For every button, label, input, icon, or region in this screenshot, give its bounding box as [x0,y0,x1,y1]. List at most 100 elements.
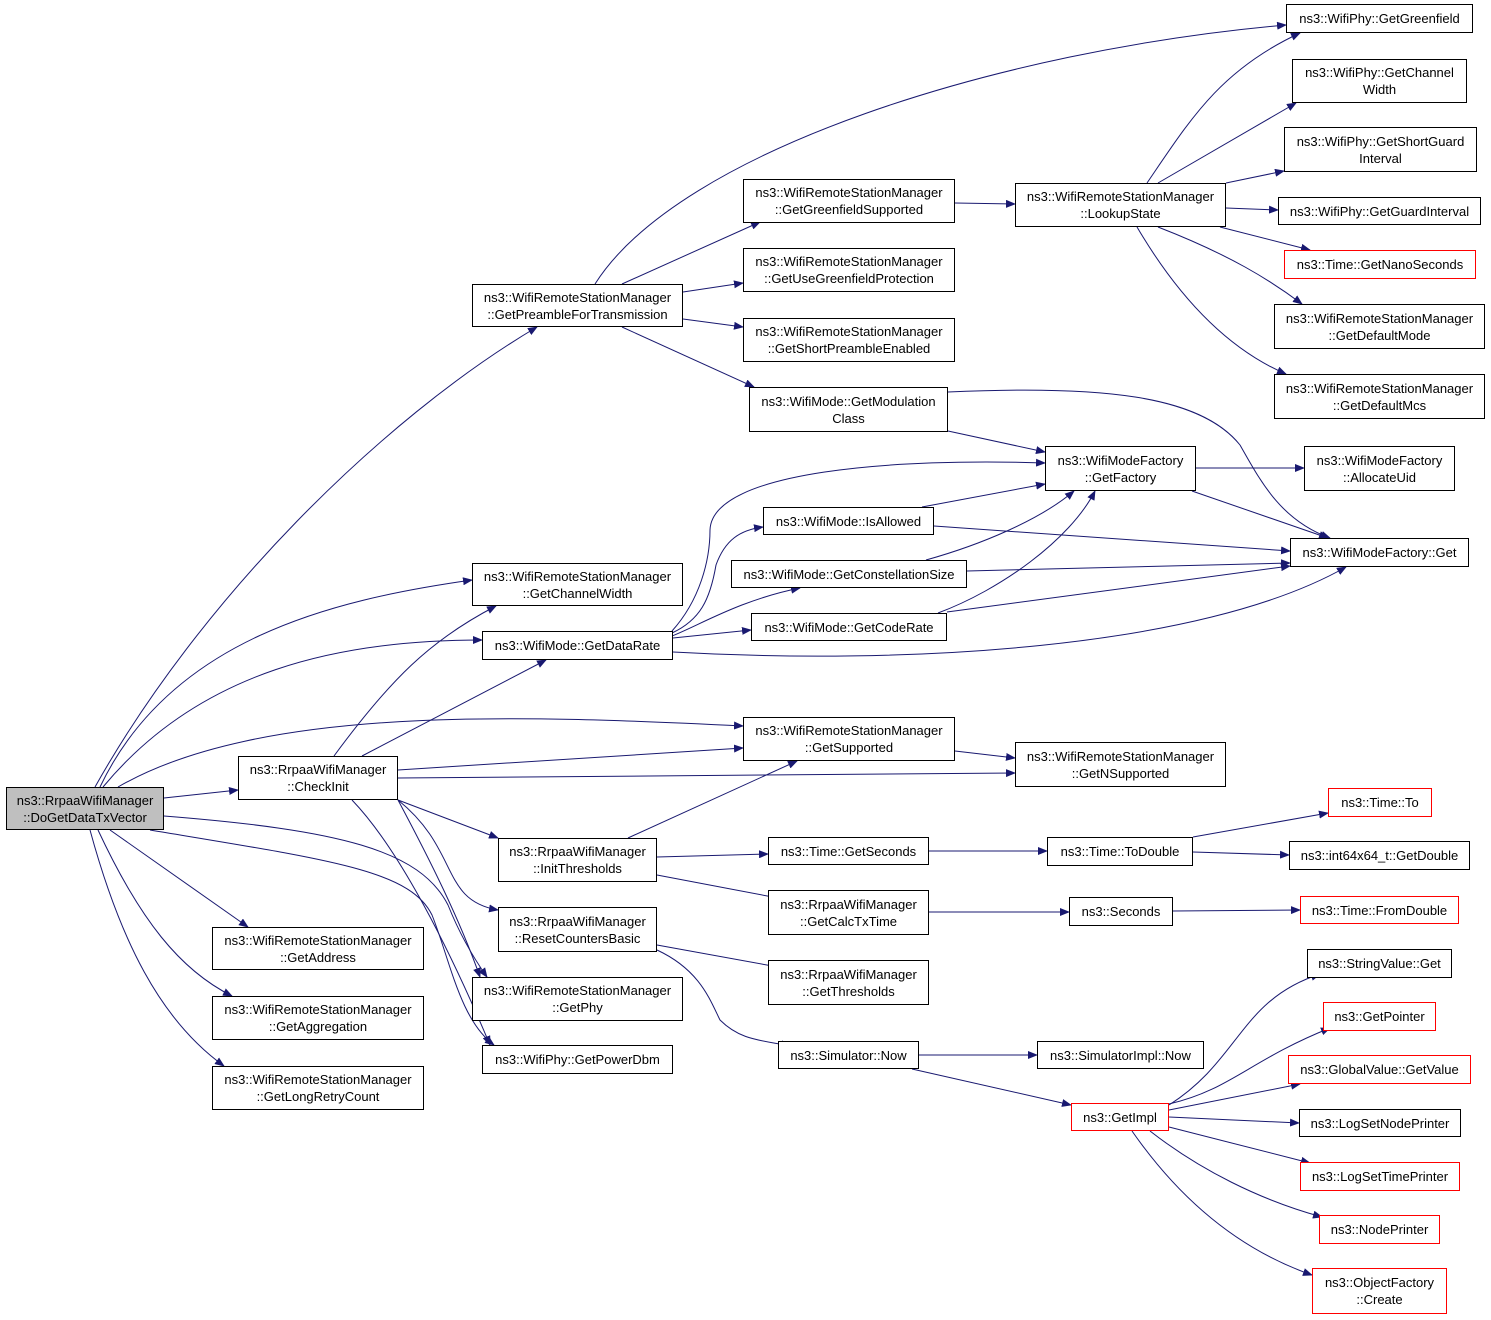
node-line: ns3::RrpaaWifiManager [16,792,154,808]
node-get-constellation-size[interactable]: ns3::WifiMode::GetConstellationSize [731,560,967,588]
node-get-code-rate[interactable]: ns3::WifiMode::GetCodeRate [751,613,947,641]
node-line: ns3::WifiRemoteStationManager [483,983,672,998]
node-wifi-mode-factory-get[interactable]: ns3::WifiModeFactory::Get [1290,538,1469,567]
node-line: ns3::WifiRemoteStationManager [483,289,672,305]
call-edge-root-getAggregation [97,829,233,997]
node-get-short-guard-interval[interactable]: ns3::WifiPhy::GetShortGuard Interval [1284,127,1477,172]
node-node-printer[interactable]: ns3::NodePrinter [1319,1215,1440,1244]
node-line: ns3::GlobalValue::GetValue [1300,1062,1459,1077]
node-time-to[interactable]: ns3::Time::To [1328,788,1432,817]
call-edge-getDataRate-getConstellationSize [671,585,801,637]
node-get-greenfield-supported[interactable]: ns3::WifiRemoteStationManager ::GetGreen… [743,179,955,223]
node-simulator-impl-now[interactable]: ns3::SimulatorImpl::Now [1037,1041,1204,1069]
node-get-nano-seconds[interactable]: ns3::Time::GetNanoSeconds [1284,250,1476,279]
node-allocate-uid[interactable]: ns3::WifiModeFactory ::AllocateUid [1304,446,1455,491]
node-line: ns3::Time::To [1341,795,1419,810]
node-line: ns3::RrpaaWifiManager [249,762,387,777]
node-line: ns3::GetPointer [1334,1009,1425,1024]
node-get-supported[interactable]: ns3::WifiRemoteStationManager ::GetSuppo… [743,717,955,761]
node-simulator-now[interactable]: ns3::Simulator::Now [778,1041,919,1069]
call-edge-getModulationClass-wifiModeFactoryGet [947,389,1331,539]
node-get-seconds[interactable]: ns3::Time::GetSeconds [768,837,929,865]
node-line: ::AllocateUid [1343,469,1416,485]
node-get-n-supported[interactable]: ns3::WifiRemoteStationManager ::GetNSupp… [1015,742,1226,787]
node-is-allowed[interactable]: ns3::WifiMode::IsAllowed [763,507,934,535]
call-edge-getImpl-getPointer [1168,1027,1331,1105]
node-init-thresholds[interactable]: ns3::RrpaaWifiManager ::InitThresholds [498,838,657,882]
node-lookup-state[interactable]: ns3::WifiRemoteStationManager ::LookupSt… [1015,183,1226,227]
node-get-modulation-class[interactable]: ns3::WifiMode::GetModulation Class [749,387,948,432]
node-line: ns3::WifiModeFactory::Get [1302,545,1457,560]
call-edge-toDouble-int64GetDouble [1192,850,1290,859]
node-line: ::GetNSupported [1071,765,1170,781]
node-object-factory-create[interactable]: ns3::ObjectFactory ::Create [1312,1268,1447,1314]
call-edge-getDataRate-wifiModeFactoryGet [672,566,1347,657]
node-to-double[interactable]: ns3::Time::ToDouble [1047,837,1193,866]
node-get-use-greenfield-protection[interactable]: ns3::WifiRemoteStationManager ::GetUseGr… [743,248,955,292]
call-edge-getSupported-getNSupported [954,750,1016,761]
node-get-thresholds[interactable]: ns3::RrpaaWifiManager ::GetThresholds [768,960,929,1005]
node-get-channel-width-phy[interactable]: ns3::WifiPhy::GetChannel Width [1292,59,1467,103]
node-line: ns3::ObjectFactory [1324,1275,1435,1290]
call-edge-root-getAddress [109,829,249,928]
node-line: ns3::WifiPhy::GetPowerDbm [495,1052,660,1067]
node-global-value-get-value[interactable]: ns3::GlobalValue::GetValue [1288,1055,1471,1084]
node-from-double[interactable]: ns3::Time::FromDouble [1300,896,1459,924]
node-get-power-dbm[interactable]: ns3::WifiPhy::GetPowerDbm [482,1045,673,1074]
node-log-set-node-printer[interactable]: ns3::LogSetNodePrinter [1299,1109,1461,1137]
node-get-impl[interactable]: ns3::GetImpl [1071,1103,1169,1131]
call-edge-getDataRate-isAllowed [671,524,764,634]
node-log-set-time-printer[interactable]: ns3::LogSetTimePrinter [1300,1162,1460,1191]
node-line: ns3::WifiMode::GetConstellationSize [743,566,955,582]
node-get-preamble-for-transmission[interactable]: ns3::WifiRemoteStationManager ::GetPream… [472,284,683,327]
node-get-short-preamble-enabled[interactable]: ns3::WifiRemoteStationManager ::GetShort… [743,318,955,362]
node-int64x64-get-double[interactable]: ns3::int64x64_t::GetDouble [1289,841,1470,870]
node-line: ns3::WifiRemoteStationManager [224,1072,412,1087]
node-get-phy[interactable]: ns3::WifiRemoteStationManager ::GetPhy [472,977,683,1021]
call-edge-checkInit-getSupported [397,744,744,771]
node-get-factory[interactable]: ns3::WifiModeFactory ::GetFactory [1045,446,1196,491]
node-get-guard-interval[interactable]: ns3::WifiPhy::GetGuardInterval [1278,197,1481,225]
call-edge-root-getPreambleForTransmission [94,326,538,788]
node-get-greenfield[interactable]: ns3::WifiPhy::GetGreenfield [1286,4,1473,33]
node-line: ns3::WifiRemoteStationManager [755,324,943,339]
call-edge-getDataRate-getFactory [671,458,1046,632]
node-seconds[interactable]: ns3::Seconds [1069,897,1173,926]
node-line: Class [832,410,865,426]
node-line: ns3::WifiRemoteStationManager [224,932,412,948]
node-get-aggregation[interactable]: ns3::WifiRemoteStationManager ::GetAggre… [212,996,424,1040]
node-get-address[interactable]: ns3::WifiRemoteStationManager ::GetAddre… [212,927,424,970]
node-line: ::CheckInit [287,779,349,794]
node-line: ns3::Seconds [1081,904,1161,919]
node-string-value-get[interactable]: ns3::StringValue::Get [1307,949,1452,978]
node-line: ns3::Time::GetNanoSeconds [1296,257,1464,272]
node-check-init[interactable]: ns3::RrpaaWifiManager ::CheckInit [238,756,398,800]
node-reset-counters-basic[interactable]: ns3::RrpaaWifiManager ::ResetCountersBas… [498,907,657,952]
node-line: ns3::LogSetNodePrinter [1310,1115,1450,1131]
node-line: ns3::int64x64_t::GetDouble [1300,848,1459,863]
node-get-data-rate[interactable]: ns3::WifiMode::GetDataRate [482,631,673,660]
call-edge-root-getLongRetryCount [89,829,225,1067]
node-line: ::DoGetDataTxVector [23,809,147,825]
node-get-calc-tx-time[interactable]: ns3::RrpaaWifiManager ::GetCalcTxTime [768,890,929,935]
call-edge-getCodeRate-wifiModeFactoryGet [946,563,1291,613]
node-get-channel-width-manager[interactable]: ns3::WifiRemoteStationManager ::GetChann… [472,563,683,606]
call-edge-getImpl-logSetNodePrinter [1168,1116,1300,1127]
node-line: ns3::Simulator::Now [790,1047,907,1063]
node-get-long-retry-count[interactable]: ns3::WifiRemoteStationManager ::GetLongR… [212,1066,424,1110]
node-get-pointer[interactable]: ns3::GetPointer [1323,1002,1436,1031]
call-edge-getImpl-logSetTimePrinter [1168,1126,1311,1165]
node-get-default-mcs[interactable]: ns3::WifiRemoteStationManager ::GetDefau… [1274,374,1485,419]
node-line: ns3::WifiPhy::GetShortGuard [1296,133,1465,149]
call-edge-lookupState-getGuardInterval [1225,205,1279,214]
node-line: ::GetPhy [552,1000,603,1015]
call-edge-getConstellationSize-getFactory [925,490,1075,561]
call-edge-lookupState-getChannelWidthPhy [1157,102,1297,184]
node-line: ::GetUseGreenfieldProtection [764,271,934,286]
node-line: ns3::Time::ToDouble [1060,844,1180,859]
node-line: ::GetSupported [804,740,894,755]
node-get-default-mode[interactable]: ns3::WifiRemoteStationManager ::GetDefau… [1274,304,1485,349]
node-line: ns3::WifiRemoteStationManager [483,568,672,584]
